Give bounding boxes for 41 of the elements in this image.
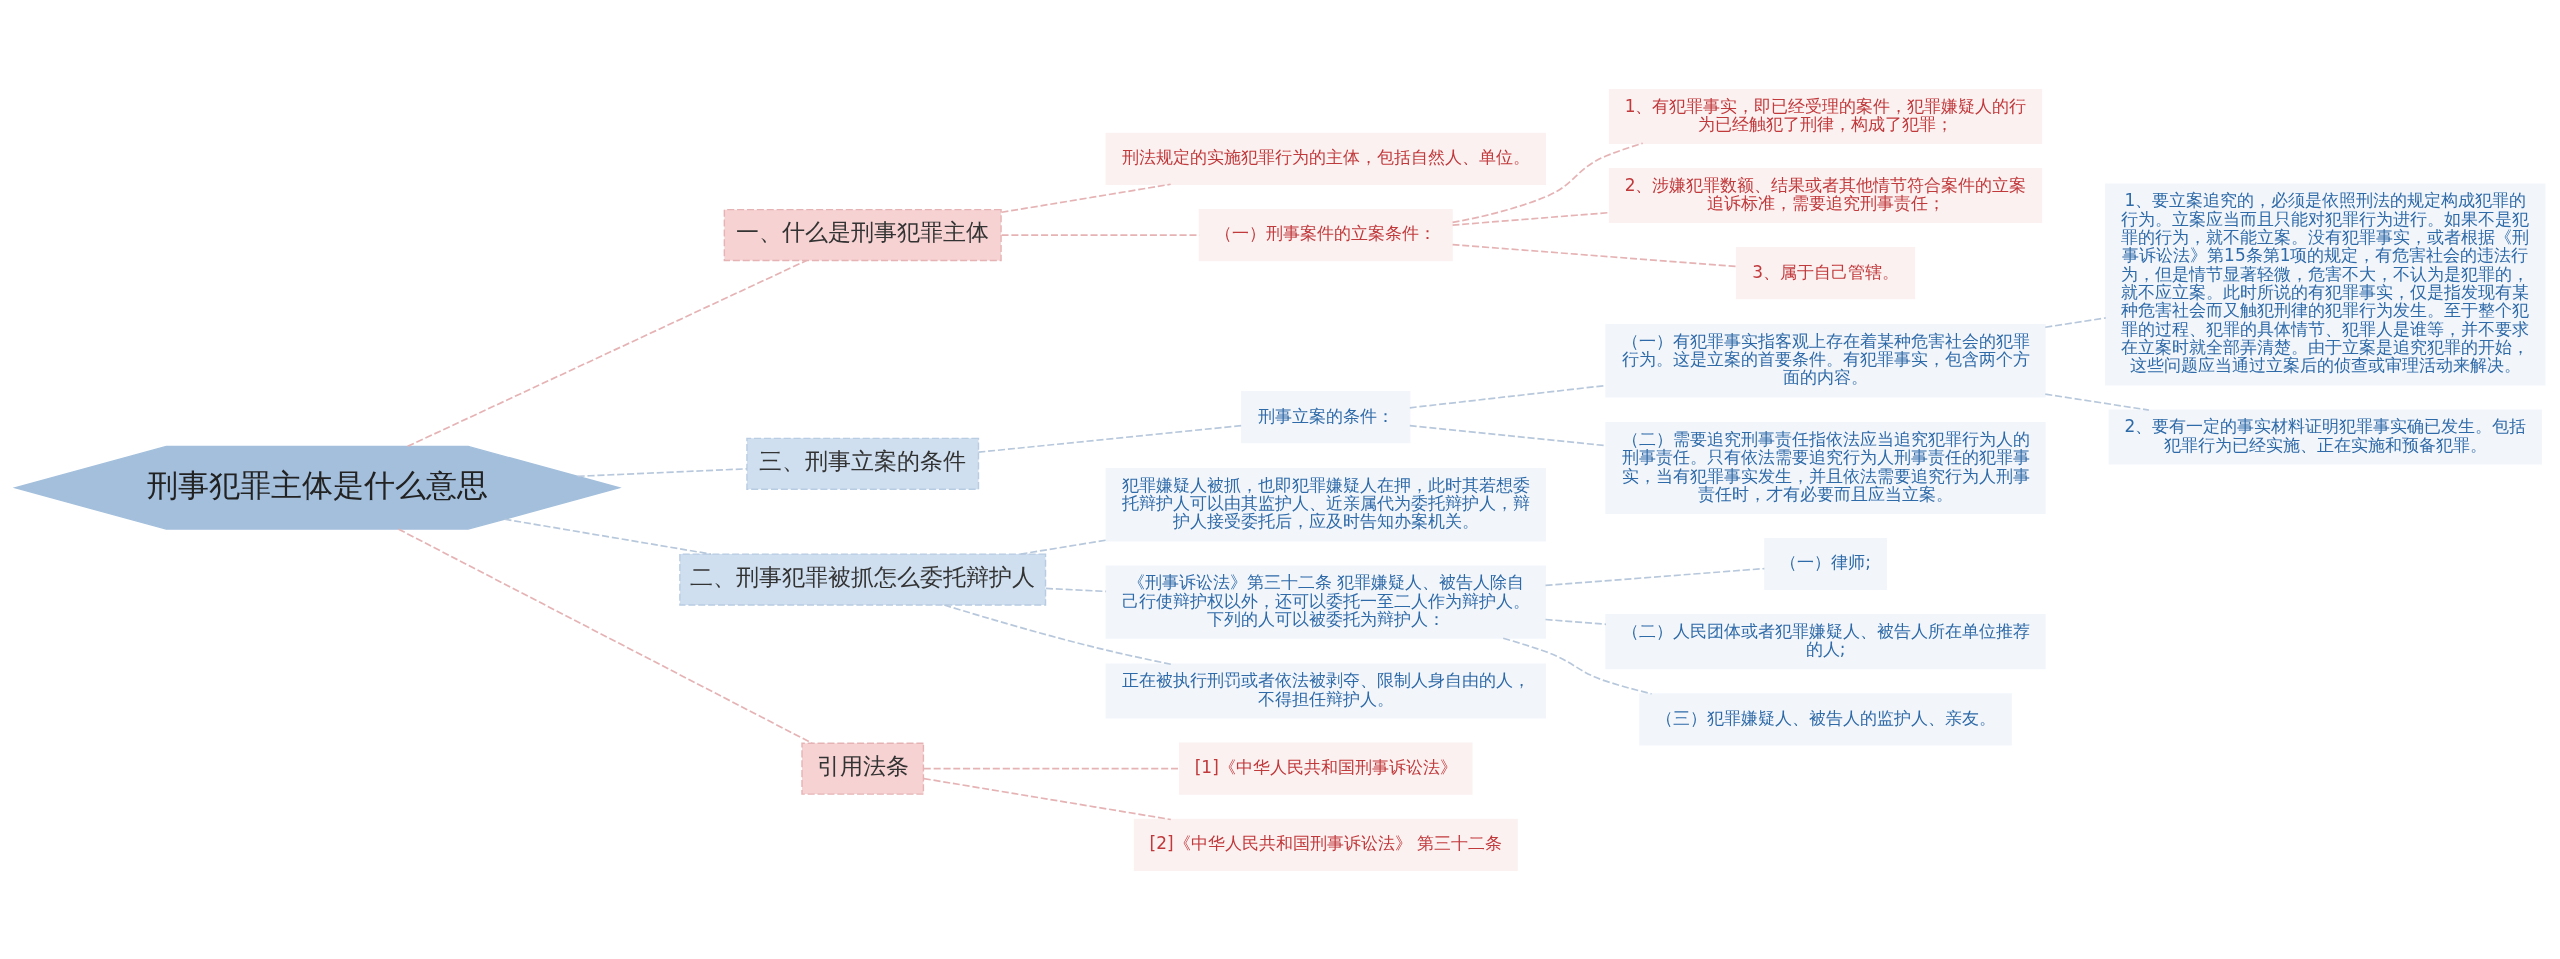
connector [406,259,808,447]
connector [1544,567,1766,586]
node-box: [1]《中华人民共和国刑事诉讼法》 [1178,742,1473,795]
node-box: 刑事立案的条件： [1241,390,1411,443]
node-box: 2、涉嫌犯罪数额、结果或者其他情节符合案件的立案追诉标准，需要追究刑事责任； [1608,167,2043,223]
node-box: 2、要有一定的事实材料证明犯罪事实确已发生。包括犯罪行为已经实施、正在实施和预备犯罪。 [2108,408,2542,464]
node-box: （一）律师; [1764,537,1887,590]
node-box: 犯罪嫌疑人被抓，也即犯罪嫌疑人在押，此时其若想委托辩护人可以由其监护人、近亲属代为委托辩护人，辩护人接受委托后，应及时告知办案机关。 [1105,467,1546,541]
node-box: [2]《中华人民共和国刑事诉讼法》 第三十二条 [1133,818,1518,871]
connector [977,424,1243,453]
node-box: 3、属于自己管辖。 [1735,246,1916,299]
node-box: 正在被执行刑罚或者依法被剥夺、限制人身自由的人，不得担任辩护人。 [1105,663,1546,719]
connector [1045,587,1107,592]
connector [1408,424,1607,446]
connector [576,467,748,477]
connector [923,767,1181,770]
connector [1451,141,1644,223]
connector [2044,316,2107,328]
connector [943,603,1172,665]
node-box: （一）有犯罪事实指客观上存在着某种危害社会的犯罪行为。这是立案的首要条件。有犯罪事实，包含两个方面的内容。 [1605,323,2046,397]
connector [923,777,1172,820]
connector [1544,618,1607,625]
connector [2044,392,2150,411]
connector [1451,243,1738,267]
node-box: （三）犯罪嫌疑人、被告人的监护人、亲友。 [1639,692,2012,745]
node-box: 引用法条 [801,742,925,795]
node-box: 1、要立案追究的，必须是依照刑法的规定构成犯罪的行为。立案应当而且只能对犯罪行为进行。如果不是犯罪的行为，就不能立案。没有犯罪事实，或者根据《刑事诉讼法》第15条第1项的规定，有危害社会的违法行为，但是情节显著轻微，危害不大，不认为是犯罪的，就不应立案。此时所说的有犯罪事实，仅是指发现有某种危害社会而又触犯刑律的犯罪行为发生。至于整个犯罪的过程、犯罪的具体情节、犯罪人是谁等，并不要求在立案时就全部弄清楚。由于立案是追究犯罪的开始，这些问题应当通过立案后的侦查或审理活动来解决。 [2105,183,2546,385]
node-box: 二、刑事犯罪被抓怎么委托辩护人 [679,552,1047,606]
node-box: 刑法规定的实施犯罪行为的主体，包括自然人、单位。 [1105,132,1546,185]
connector [1019,538,1107,555]
connector [1502,636,1653,695]
connector [1000,182,1172,213]
node-box: 《刑事诉讼法》第三十二条 犯罪嫌疑人、被告人除自己行使辩护权以外，还可以委托一至二人作为辩护人。下列的人可以被委托为辩护人： [1105,564,1546,639]
node-box: 1、有犯罪事实，即已经受理的案件，犯罪嫌疑人的行为已经触犯了刑律，构成了犯罪； [1608,88,2043,144]
node-box: 一、什么是刑事犯罪主体 [723,208,1002,261]
connector [503,517,712,555]
node-box: 三、刑事立案的条件 [746,437,980,490]
node-box: （二）需要追究刑事责任指依法应当追究犯罪行为人的刑事责任。只有依法需要追究行为人刑事责任的犯罪事实，当有犯罪事实发生，并且依法需要追究行为人刑事责任时，才有必要而且应当立案。 [1605,421,2046,514]
connector [397,527,813,744]
node-box: （二）人民团体或者犯罪嫌疑人、被告人所在单位推荐的人; [1605,613,2046,669]
node-box: （一）刑事案件的立案条件： [1198,208,1453,261]
